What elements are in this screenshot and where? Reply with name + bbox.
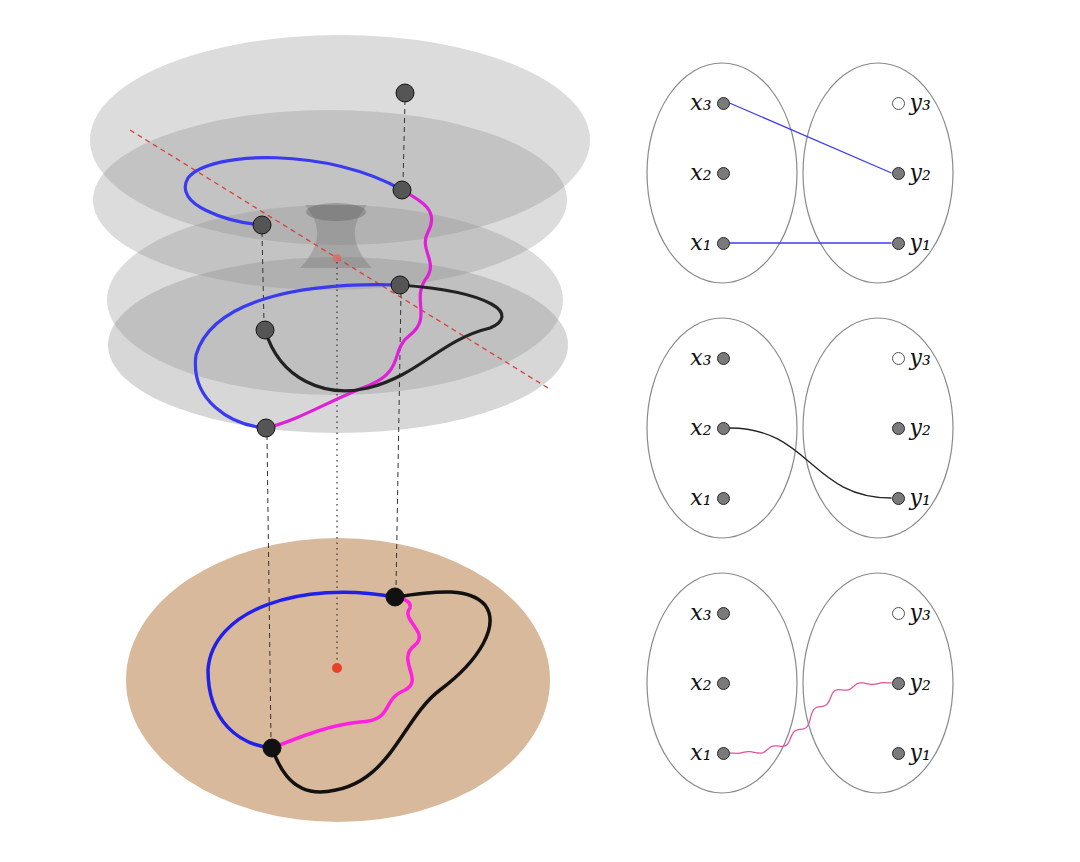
set-element: y₃ <box>892 602 931 624</box>
filled-point <box>892 237 905 250</box>
branch-point <box>333 254 341 262</box>
element-label: x₁ <box>690 487 711 509</box>
set-element: x₂ <box>690 417 729 439</box>
set-element: x₂ <box>690 672 729 694</box>
set-ellipse <box>647 318 797 538</box>
element-label: y₂ <box>910 417 931 439</box>
branch-cut <box>130 130 548 388</box>
projection-line <box>267 435 271 741</box>
matching-edge <box>730 428 892 498</box>
element-label: x₃ <box>690 347 711 369</box>
set-element: x₁ <box>690 742 729 764</box>
hollow-point <box>892 607 905 620</box>
marked-points <box>253 84 414 757</box>
matching-edge <box>730 103 892 173</box>
set-element: x₁ <box>690 232 729 254</box>
branch-point <box>332 663 342 673</box>
element-label: x₂ <box>690 162 711 184</box>
base-curve-black <box>272 592 490 792</box>
set-element: x₃ <box>690 347 729 369</box>
point <box>253 216 271 234</box>
set-element: x₃ <box>690 92 729 114</box>
filled-point <box>892 492 905 505</box>
filled-point <box>717 167 730 180</box>
point <box>396 84 414 102</box>
filled-point <box>717 607 730 620</box>
element-label: y₂ <box>910 162 931 184</box>
filled-point <box>892 422 905 435</box>
element-label: x₁ <box>690 232 711 254</box>
set-ellipse <box>803 63 953 283</box>
set-element: y₃ <box>892 347 931 369</box>
set-ellipses <box>647 63 953 793</box>
element-label: y₁ <box>910 232 931 254</box>
point <box>391 276 409 294</box>
element-label: y₃ <box>910 602 931 624</box>
projection-line <box>336 262 337 664</box>
element-label: x₃ <box>690 602 711 624</box>
set-element: y₂ <box>892 672 931 694</box>
set-element: y₃ <box>892 92 931 114</box>
element-label: y₃ <box>910 347 931 369</box>
filled-point <box>717 677 730 690</box>
projection-line <box>403 100 405 184</box>
projection-line <box>396 292 401 590</box>
element-label: y₂ <box>910 672 931 694</box>
set-ellipse <box>647 63 797 283</box>
element-label: x₃ <box>690 92 711 114</box>
matching-edge <box>730 683 892 754</box>
set-ellipse <box>647 573 797 793</box>
filled-point <box>717 352 730 365</box>
surface-sheets <box>90 35 590 433</box>
element-label: x₂ <box>690 672 711 694</box>
point <box>263 739 281 757</box>
point <box>386 588 404 606</box>
set-element: x₂ <box>690 162 729 184</box>
base-disk <box>126 538 550 822</box>
filled-point <box>892 167 905 180</box>
element-label: y₁ <box>910 742 931 764</box>
set-element: x₃ <box>690 602 729 624</box>
lift-curve-black <box>265 285 502 391</box>
filled-point <box>717 97 730 110</box>
element-label: x₂ <box>690 417 711 439</box>
filled-point <box>717 422 730 435</box>
set-element: y₁ <box>892 742 931 764</box>
lift-curve-blue <box>195 285 400 428</box>
set-element: y₂ <box>892 162 931 184</box>
set-element: y₁ <box>892 487 931 509</box>
base-curve-magenta <box>272 597 419 748</box>
projection-lines <box>262 100 405 741</box>
point <box>257 419 275 437</box>
filled-point <box>717 492 730 505</box>
element-label: y₃ <box>910 92 931 114</box>
matching-edge <box>730 242 892 243</box>
point <box>256 321 274 339</box>
element-label: x₁ <box>690 742 711 764</box>
funnel-throat <box>306 203 366 221</box>
set-element: x₁ <box>690 487 729 509</box>
filled-point <box>892 677 905 690</box>
hollow-point <box>892 97 905 110</box>
projection-line <box>262 232 264 323</box>
set-ellipse <box>803 318 953 538</box>
sheet <box>108 257 568 433</box>
filled-point <box>717 237 730 250</box>
set-element: y₂ <box>892 417 931 439</box>
hollow-point <box>892 352 905 365</box>
base-curve-blue <box>208 592 395 748</box>
filled-point <box>717 747 730 760</box>
point <box>393 181 411 199</box>
lift-curve-blue <box>185 158 402 225</box>
filled-point <box>892 747 905 760</box>
set-element: y₁ <box>892 232 931 254</box>
element-label: y₁ <box>910 487 931 509</box>
